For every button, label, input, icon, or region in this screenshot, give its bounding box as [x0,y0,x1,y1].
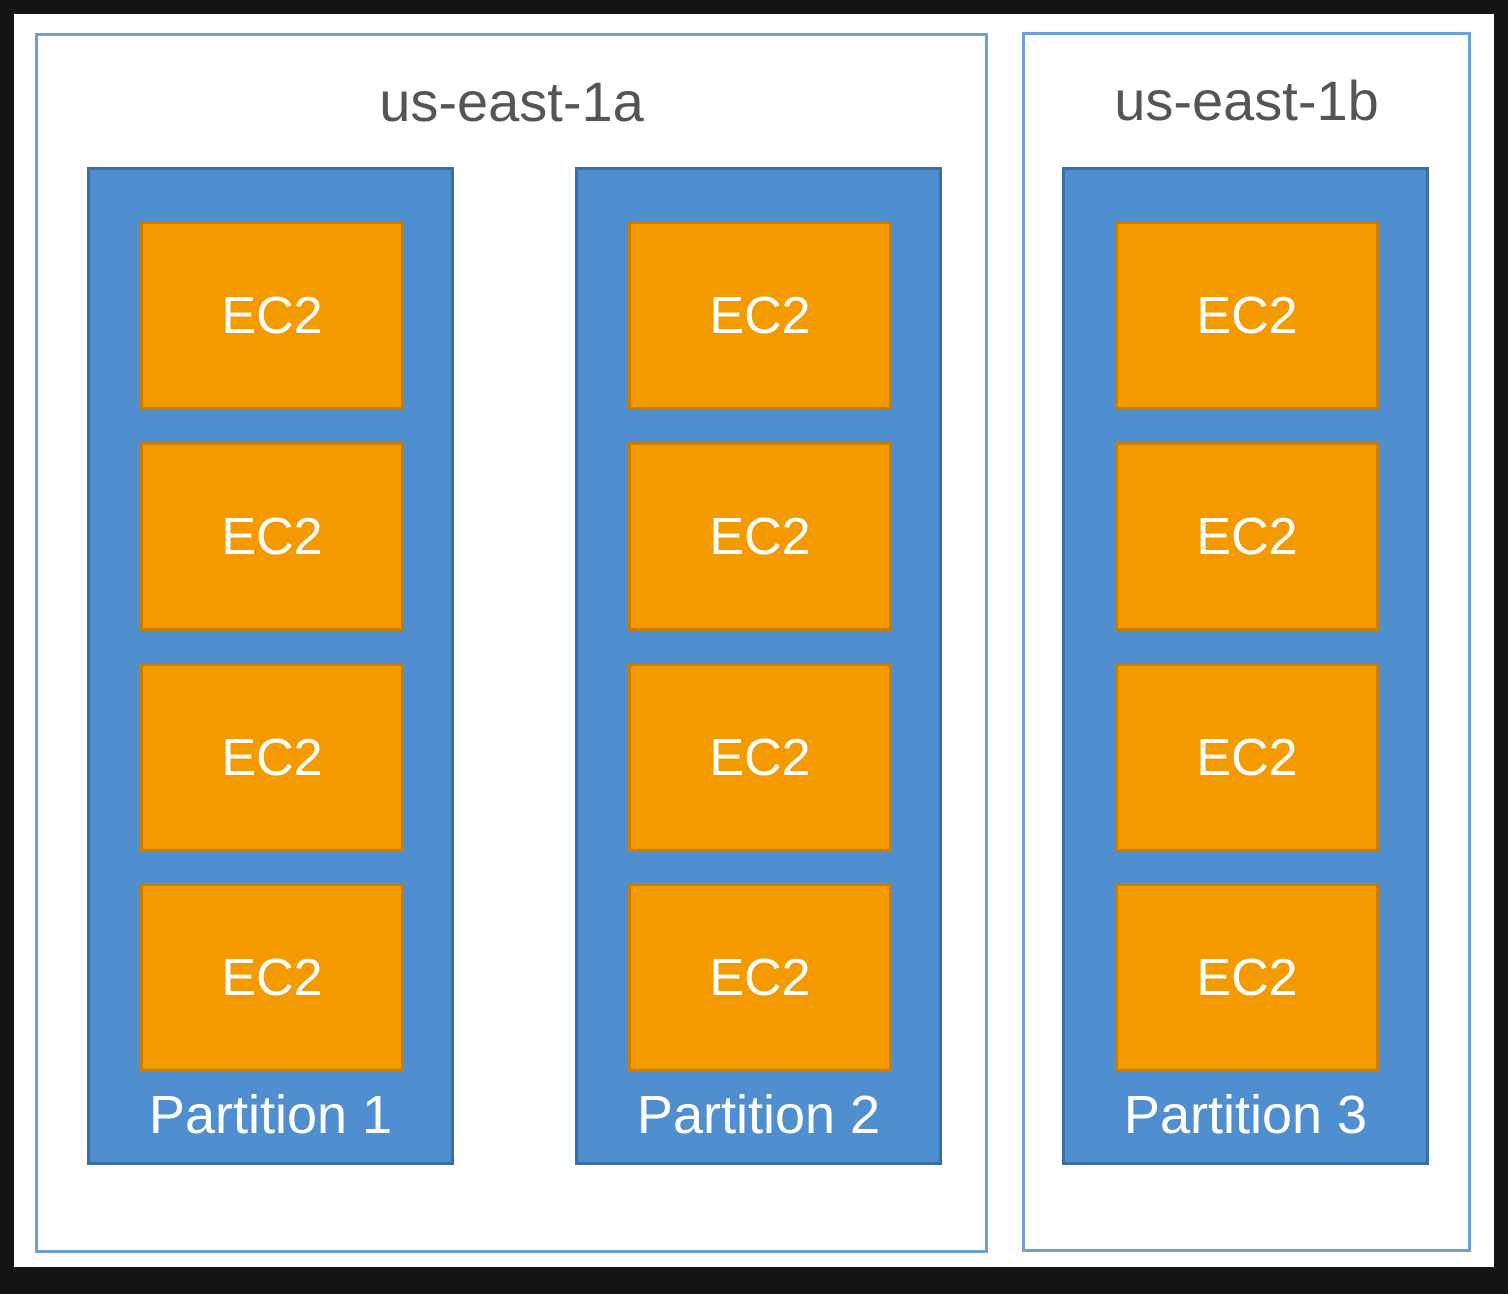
zone-label: us-east-1a [379,70,644,133]
partition-1: EC2 EC2 EC2 EC2 Partition 1 [87,167,454,1165]
ec2-instance: EC2 [140,883,404,1072]
diagram-canvas: us-east-1a us-east-1b EC2 EC2 EC2 EC2 Pa… [14,14,1494,1267]
ec2-instance: EC2 [628,883,892,1072]
ec2-instance: EC2 [1115,221,1379,410]
ec2-instance: EC2 [140,663,404,852]
ec2-instance: EC2 [1115,442,1379,631]
partition-label: Partition 1 [148,1085,393,1145]
ec2-instance: EC2 [628,663,892,852]
ec2-instance: EC2 [1115,663,1379,852]
partition-3: EC2 EC2 EC2 EC2 Partition 3 [1062,167,1429,1165]
ec2-instance: EC2 [628,442,892,631]
ec2-instance: EC2 [628,221,892,410]
ec2-instance: EC2 [140,442,404,631]
partition-2: EC2 EC2 EC2 EC2 Partition 2 [575,167,942,1165]
ec2-instance: EC2 [1115,883,1379,1072]
partition-label: Partition 3 [1123,1085,1368,1145]
ec2-instance: EC2 [140,221,404,410]
partition-label: Partition 2 [636,1085,881,1145]
zone-label: us-east-1b [1114,69,1379,132]
